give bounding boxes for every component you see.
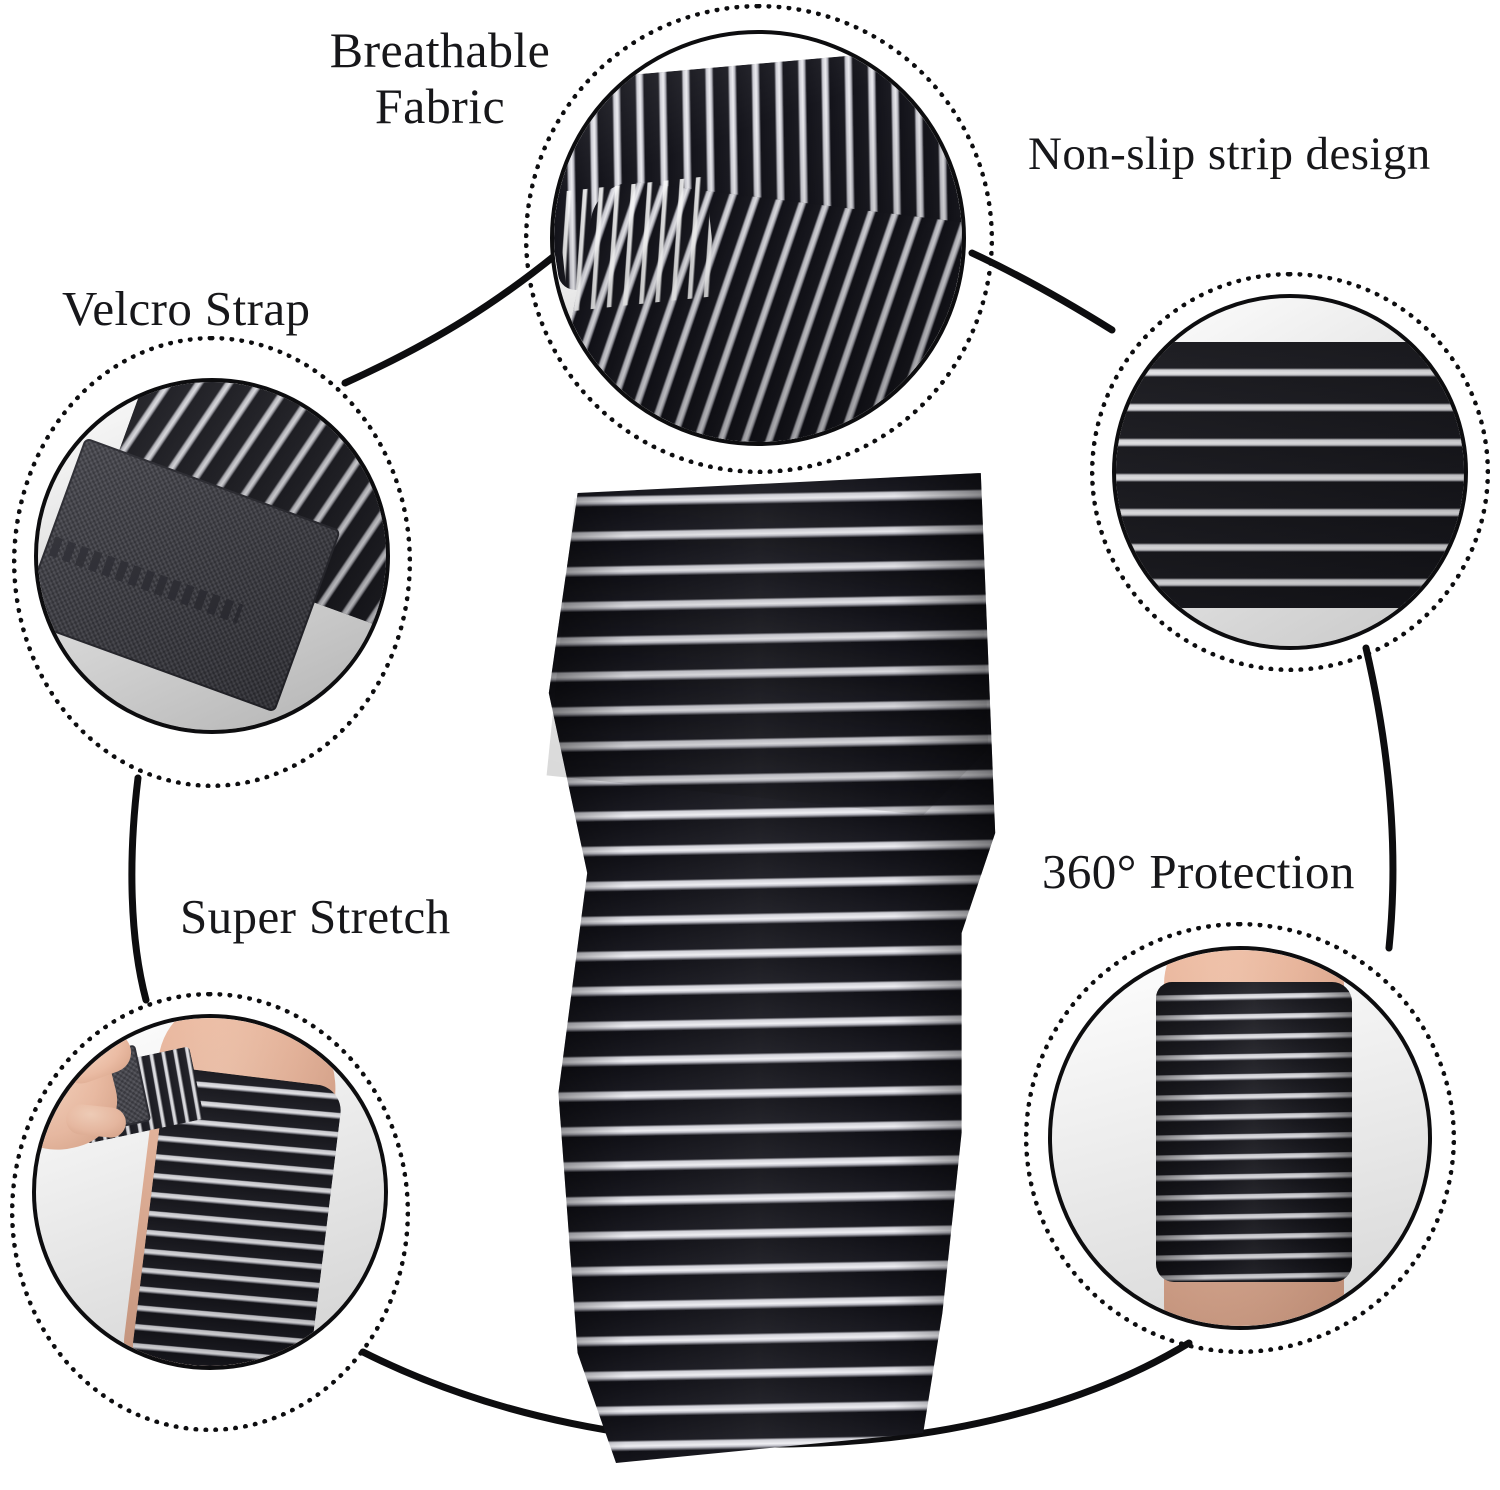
callout-velcro-strap (12, 336, 412, 788)
label-super-stretch: Super Stretch (180, 889, 451, 944)
stretch-image-clip (36, 1018, 384, 1366)
label-360-protection: 360° Protection (1042, 844, 1355, 899)
breathable-image-clip (554, 34, 962, 442)
velcro-image-clip (38, 382, 386, 730)
protection-wrapped-knee (1156, 982, 1352, 1282)
nonslip-shading (1116, 298, 1464, 646)
nonslip-image-clip (1116, 298, 1464, 646)
solid-ring-breathable (550, 30, 966, 446)
velcro-shading (38, 382, 386, 730)
solid-ring-360 (1048, 946, 1432, 1330)
nonslip-fabric-swatch (1116, 342, 1464, 608)
callout-breathable-fabric (524, 4, 994, 474)
callout-super-stretch (10, 992, 410, 1432)
connector-breathable-to-nonslip (968, 249, 1116, 334)
callout-360-protection (1024, 922, 1456, 1354)
protection-wrap-shading (1156, 982, 1352, 1282)
label-non-slip-strip: Non-slip strip design (1028, 128, 1431, 180)
protection-shading (1052, 950, 1428, 1326)
product-side-shadow (548, 473, 996, 1463)
main-product-image (468, 455, 1048, 1465)
breathable-shading (554, 34, 962, 442)
solid-ring-stretch (32, 1014, 388, 1370)
dotted-ring-360 (1024, 922, 1456, 1354)
protection-image-clip (1052, 950, 1428, 1326)
callout-non-slip-strip (1090, 272, 1490, 672)
label-breathable-fabric: Breathable Fabric (329, 22, 551, 134)
connector-velcro-to-stretch (128, 774, 150, 1004)
connector-nonslip-to-360 (1362, 644, 1397, 952)
dotted-ring-stretch (10, 992, 410, 1432)
solid-ring-nonslip (1112, 294, 1468, 650)
dotted-ring-breathable (524, 4, 994, 474)
label-velcro-strap: Velcro Strap (62, 281, 311, 336)
dotted-ring-velcro (12, 336, 412, 788)
dotted-ring-nonslip (1090, 272, 1490, 672)
solid-ring-velcro (34, 378, 390, 734)
stretch-shading (36, 1018, 384, 1366)
